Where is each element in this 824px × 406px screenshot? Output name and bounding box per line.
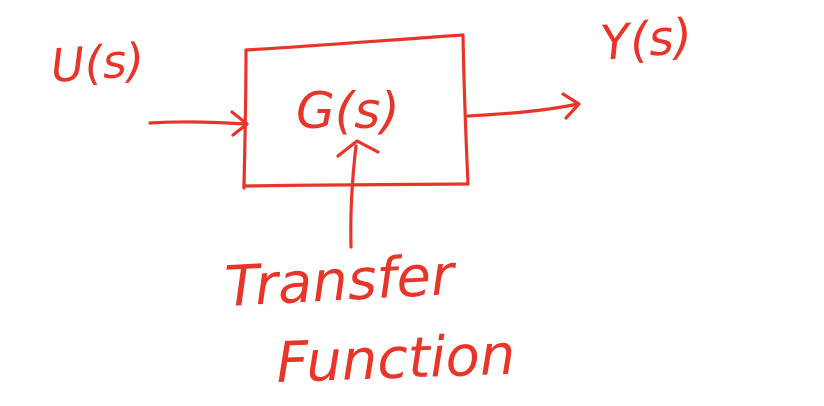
- output-signal-label: Y(s): [598, 8, 694, 72]
- input-arrow: [148, 110, 249, 137]
- annotation-line-function: Function: [275, 323, 516, 396]
- input-signal-label: U(s): [49, 33, 146, 93]
- annotation-line-transfer: Transfer: [223, 243, 458, 320]
- annotation-pointer-arrow: [336, 139, 380, 249]
- output-arrow: [466, 92, 581, 120]
- transfer-function-block: [242, 33, 470, 190]
- block-label: G(s): [296, 82, 400, 140]
